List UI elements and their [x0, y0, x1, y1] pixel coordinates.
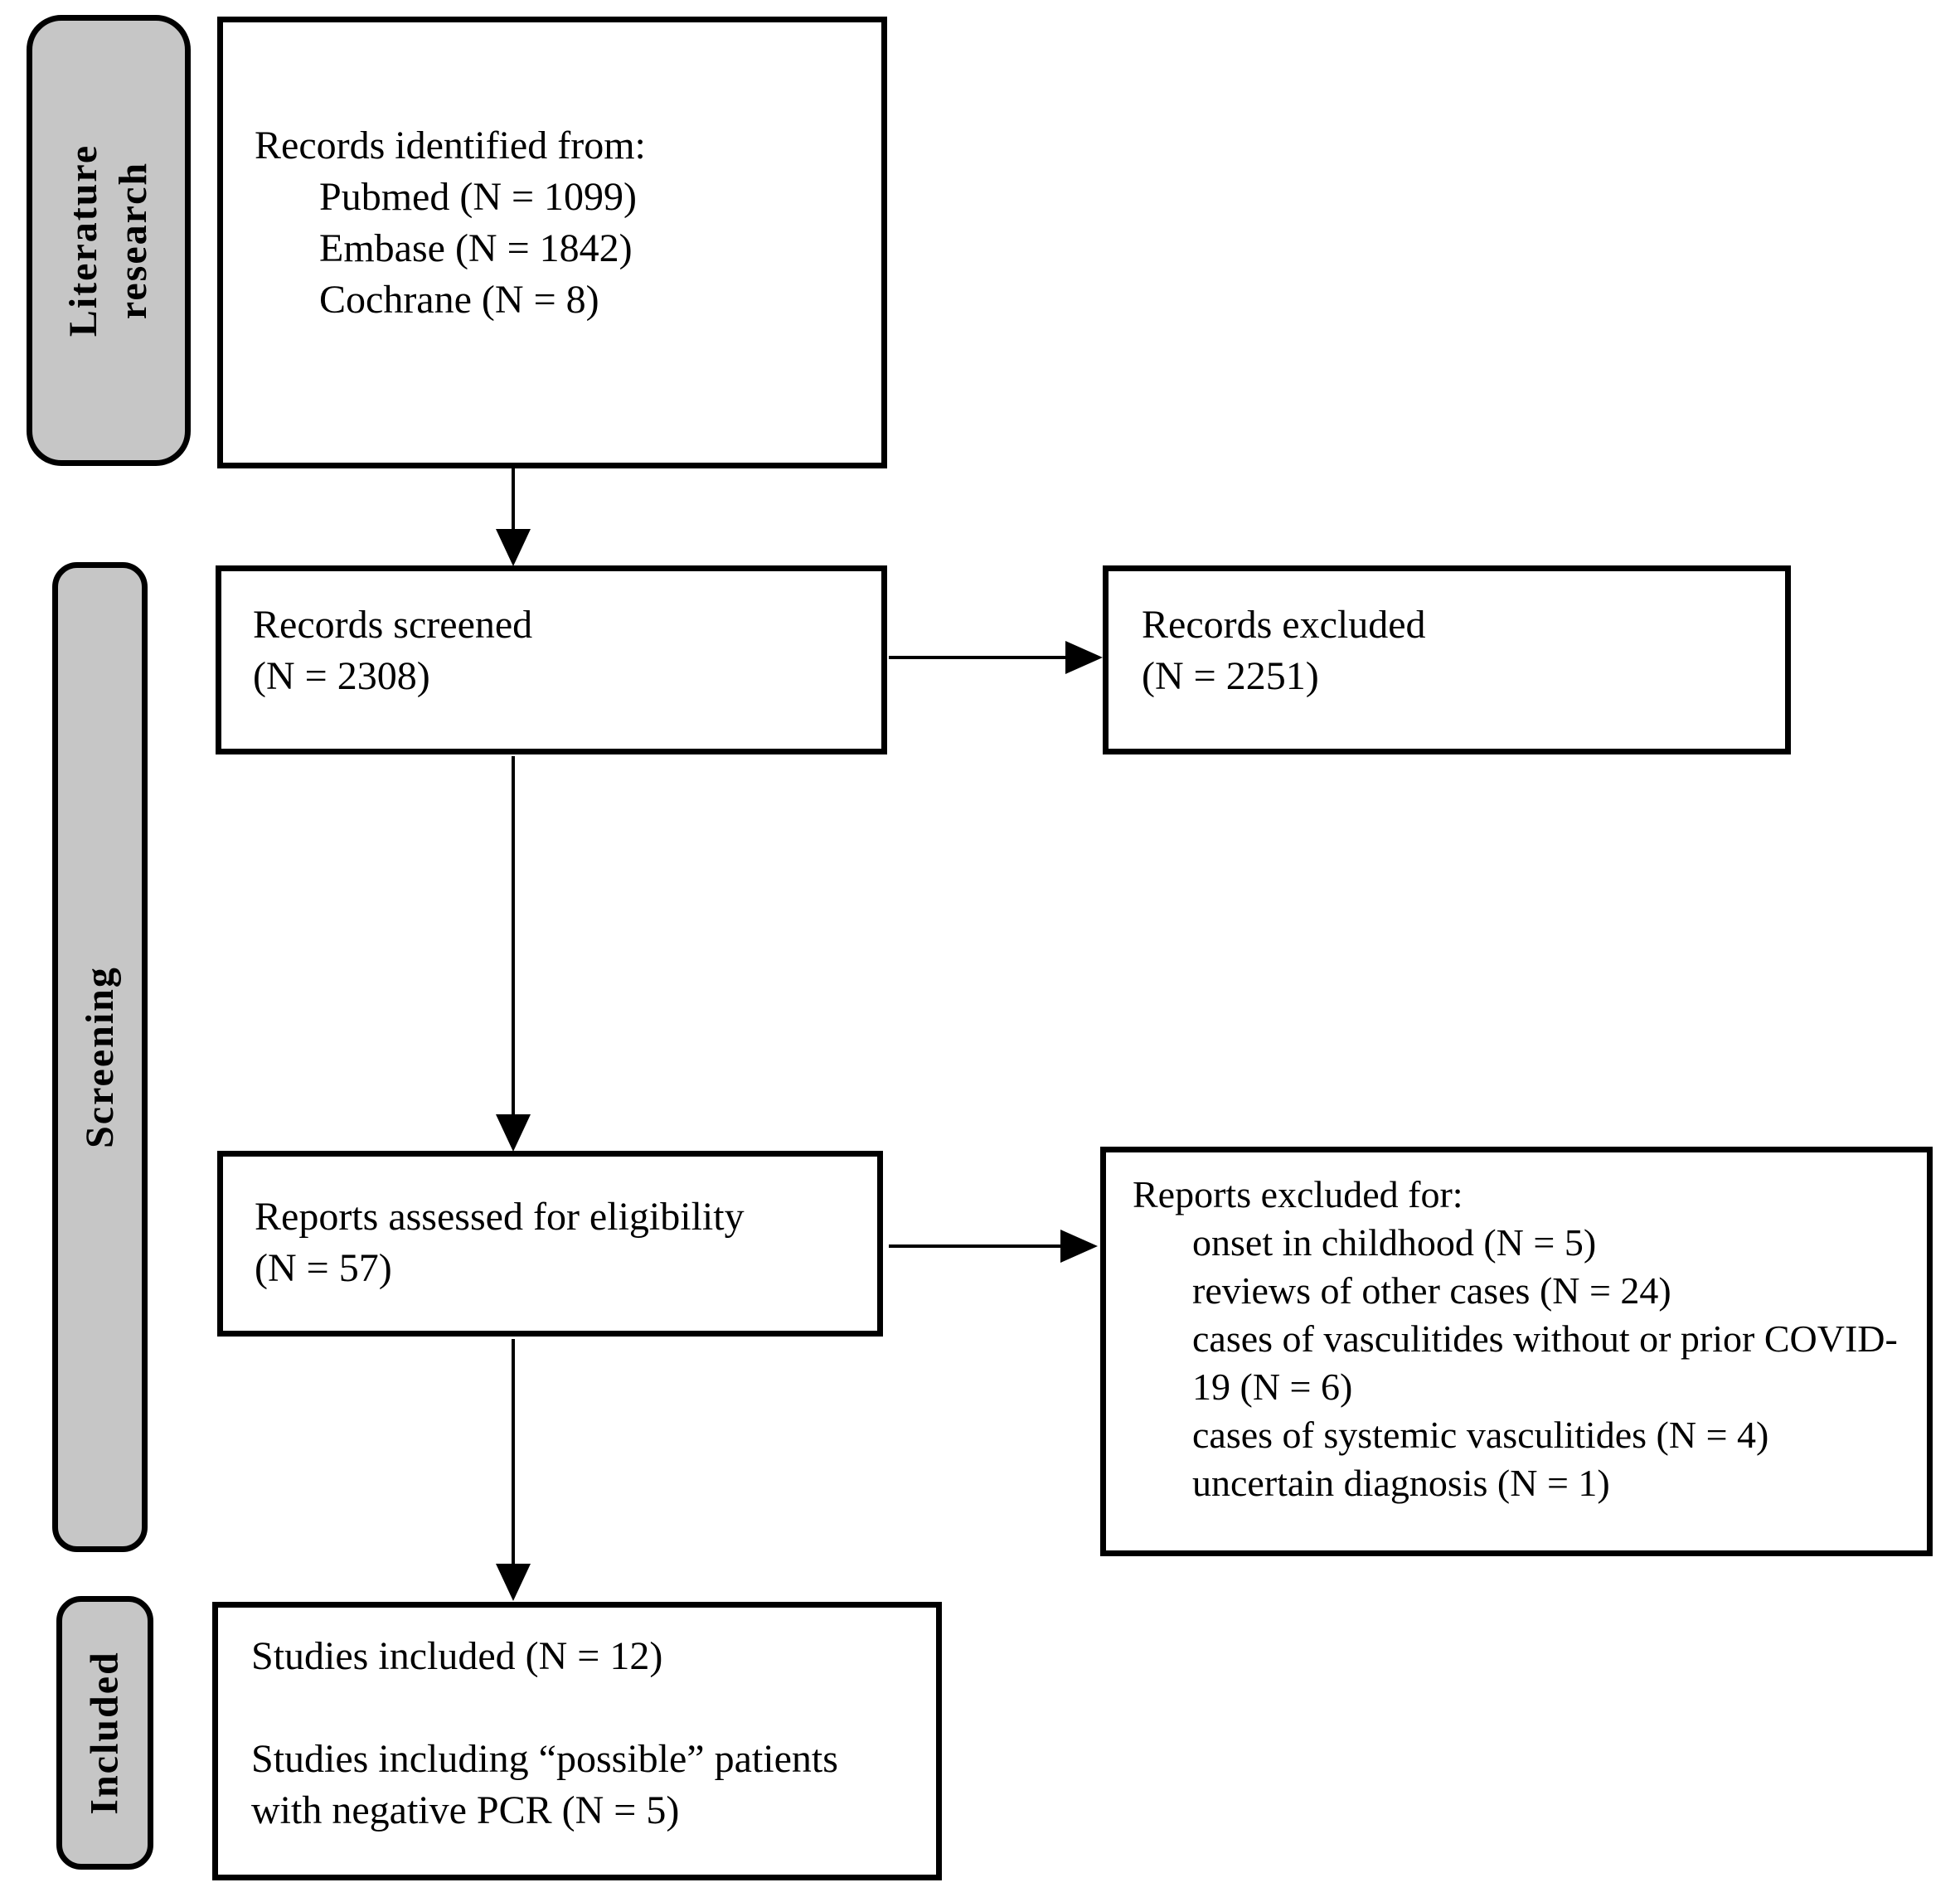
list-item: Cochrane (N = 8) — [319, 278, 599, 322]
box-records-identified: Records identified from: Pubmed (N = 109… — [217, 17, 887, 468]
list-item: Pubmed (N = 1099) — [319, 175, 638, 219]
list-item: Embase (N = 1842) — [319, 226, 633, 270]
stage-tag-screening: Screening — [52, 562, 148, 1552]
paragraph: Studies including “possible” patients wi… — [251, 1737, 838, 1832]
arrowhead-down — [496, 529, 531, 566]
stage-label-literature-research: Literature research — [61, 143, 155, 337]
list-item: reviews of other cases (N = 24) — [1192, 1269, 1671, 1312]
text-line: Records screened — [253, 603, 533, 647]
arrowhead-right — [1065, 641, 1103, 674]
list-item: cases of systemic vasculitides (N = 4) — [1192, 1414, 1769, 1456]
arrow-identified-to-screened-line — [512, 468, 515, 535]
list-item: uncertain diagnosis (N = 1) — [1192, 1462, 1610, 1504]
arrowhead-down — [496, 1564, 531, 1601]
arrowhead-down — [496, 1114, 531, 1152]
arrow-screened-to-excluded-line — [889, 656, 1068, 659]
text-line: (N = 2308) — [253, 654, 430, 698]
paragraph: Studies included (N = 12) — [251, 1634, 663, 1678]
box-records-screened: Records screened (N = 2308) — [216, 565, 887, 754]
stage-tag-included: Included — [56, 1596, 153, 1870]
text-line: (N = 2251) — [1142, 654, 1319, 698]
stage-tag-literature-research: Literature research — [27, 15, 191, 466]
list-item: cases of vasculitides without or prior C… — [1192, 1317, 1898, 1408]
box-records-excluded: Records excluded (N = 2251) — [1103, 565, 1791, 754]
arrow-screened-to-assessed-line — [512, 756, 515, 1116]
arrowhead-right — [1060, 1230, 1098, 1263]
stage-label-screening: Screening — [77, 966, 122, 1148]
box-title: Records identified from: — [255, 124, 646, 167]
arrow-assessed-to-included-line — [512, 1339, 515, 1567]
box-studies-included: Studies included (N = 12) Studies includ… — [212, 1602, 942, 1880]
arrow-assessed-to-excluded-line — [889, 1244, 1063, 1248]
box-reports-assessed: Reports assessed for eligibility (N = 57… — [217, 1151, 883, 1337]
text-line: Records excluded — [1142, 603, 1426, 647]
text-line: (N = 57) — [255, 1246, 392, 1290]
stage-label-included: Included — [82, 1651, 127, 1815]
box-reports-excluded: Reports excluded for: onset in childhood… — [1100, 1147, 1933, 1556]
box-title: Reports excluded for: — [1133, 1173, 1463, 1215]
text-line: Reports assessed for eligibility — [255, 1195, 745, 1239]
list-item: onset in childhood (N = 5) — [1192, 1221, 1597, 1264]
